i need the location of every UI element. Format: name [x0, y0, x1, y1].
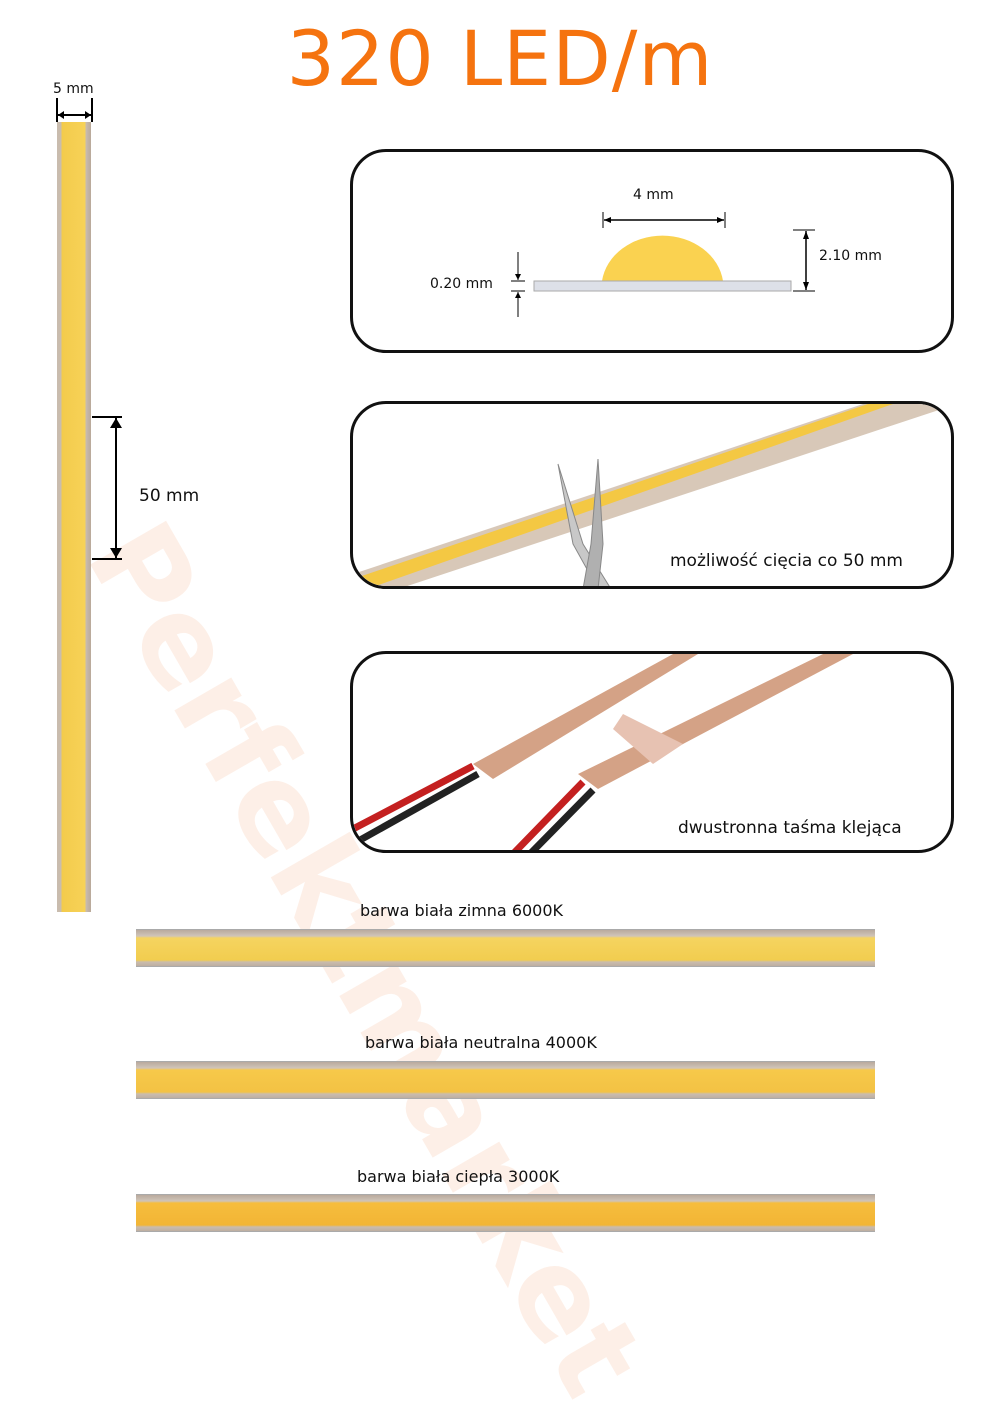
- cut-length-arrow-icon: [92, 416, 122, 560]
- profile-height-label: 2.10 mm: [819, 248, 882, 264]
- cutting-photo: [353, 404, 951, 586]
- profile-thickness-label: 0.20 mm: [430, 276, 493, 292]
- adhesive-tape-photo: [353, 654, 853, 850]
- cut-length-label: 50 mm: [139, 486, 200, 506]
- led-strip-cold-white: [136, 929, 875, 967]
- cut-caption: możliwość cięcia co 50 mm: [670, 551, 903, 571]
- variant-label-cold: barwa biała zimna 6000K: [360, 901, 564, 920]
- variant-label-warm: barwa biała ciepła 3000K: [357, 1167, 560, 1186]
- width-dimension-arrow-icon: [56, 98, 93, 122]
- profile-diagram-panel: 4 mm 2.10 mm 0.20 mm: [350, 149, 954, 353]
- led-strip-neutral-white: [136, 1061, 875, 1099]
- cutting-photo-panel: możliwość cięcia co 50 mm: [350, 401, 954, 589]
- variant-label-neutral: barwa biała neutralna 4000K: [365, 1033, 597, 1052]
- tape-caption: dwustronna taśma klejąca: [678, 818, 902, 838]
- profile-cross-section: [511, 212, 815, 317]
- led-strip-warm-white: [136, 1194, 875, 1232]
- adhesive-tape-photo-panel: dwustronna taśma klejąca: [350, 651, 954, 853]
- page-title: 320 LED/m: [286, 14, 714, 103]
- led-strip-vertical: [57, 122, 91, 912]
- profile-width-label: 4 mm: [633, 187, 674, 203]
- strip-width-label: 5 mm: [53, 81, 94, 97]
